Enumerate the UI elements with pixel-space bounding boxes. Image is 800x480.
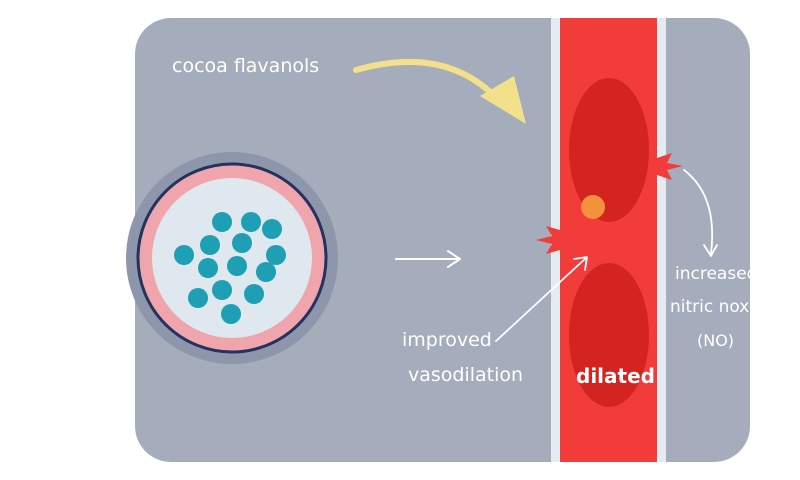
flavanol-particle	[241, 212, 261, 232]
nitric-oxide-arrow-icon	[683, 169, 718, 257]
red-blood-cell-lower	[569, 263, 649, 407]
vessel-receptor-left	[536, 226, 560, 254]
flavanol-particle	[232, 233, 252, 253]
nitric-oxide-label: nitric noxi	[670, 297, 755, 317]
flavanol-particle	[188, 288, 208, 308]
cocoa-flavanols-label: cocoa flavanols	[172, 55, 320, 77]
flavanol-particle	[212, 280, 232, 300]
flavanol-particle	[227, 256, 247, 276]
flavanol-particle	[200, 235, 220, 255]
arrow-right-icon	[395, 250, 461, 268]
nitric-oxide-molecule	[581, 195, 605, 219]
flavanol-particle	[256, 262, 276, 282]
vasodilation-label: vasodilation	[408, 364, 524, 386]
flavanol-entry-arrow-icon	[353, 58, 526, 124]
flavanol-particle	[221, 304, 241, 324]
improved-label: improved	[402, 329, 492, 351]
increased-label: increased	[675, 264, 758, 284]
flavanol-particles	[174, 212, 286, 324]
flavanol-particle	[262, 219, 282, 239]
vessel-wall-right	[657, 18, 666, 462]
cell-with-flavanols	[126, 152, 338, 364]
flavanol-particle	[174, 245, 194, 265]
no-abbreviation-label: (NO)	[697, 331, 735, 350]
flavanol-particle	[212, 212, 232, 232]
blood-vessel	[536, 18, 683, 462]
flavanol-particle	[198, 258, 218, 278]
red-blood-cell-upper	[569, 78, 649, 222]
flavanol-particle	[266, 245, 286, 265]
vasodilation-arrow-icon	[495, 256, 588, 342]
flavanol-particle	[244, 284, 264, 304]
vessel-receptor-right	[657, 153, 683, 180]
dilated-label: dilated	[576, 364, 655, 388]
